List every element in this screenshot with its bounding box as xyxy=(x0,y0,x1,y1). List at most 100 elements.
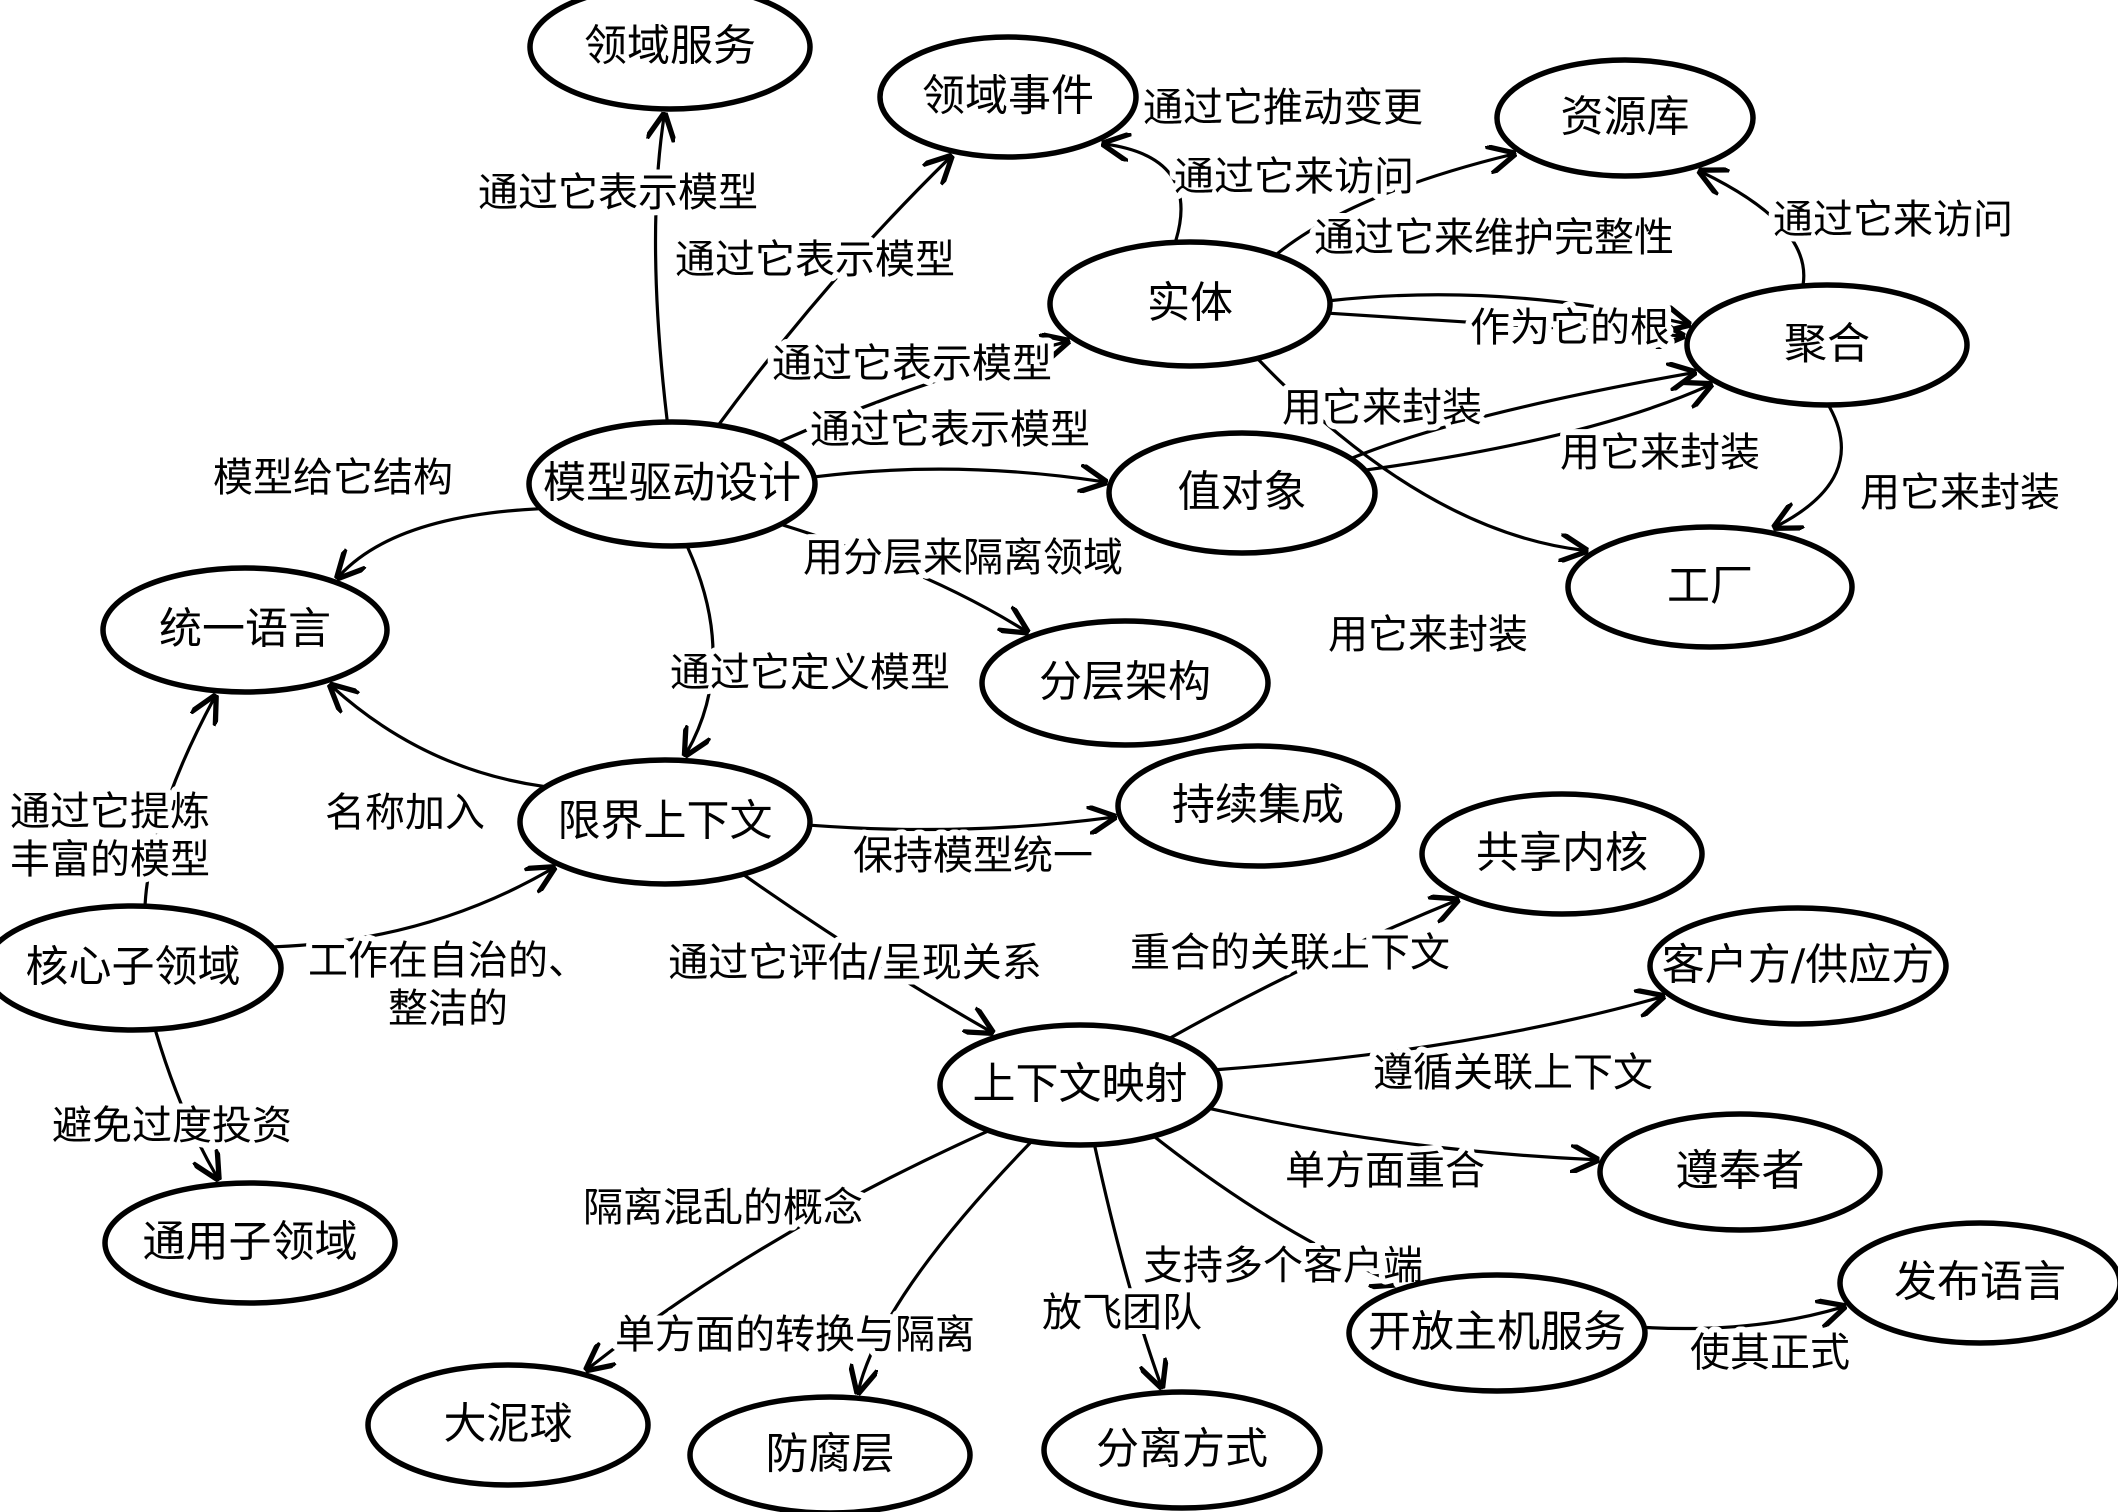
node-ubiquitous_language[interactable]: 统一语言 xyxy=(100,565,390,695)
node-ellipse xyxy=(1041,1389,1323,1511)
node-open_host_service[interactable]: 开放主机服务 xyxy=(1346,1272,1648,1394)
edge-e15 xyxy=(781,523,1025,631)
node-ellipse xyxy=(527,0,813,112)
node-label: 通用子领域 xyxy=(143,1218,358,1268)
node-separate_ways[interactable]: 分离方式 xyxy=(1041,1389,1323,1511)
edge-label-halo: 用它来封装 xyxy=(1282,385,1482,431)
node-generic_subdomain[interactable]: 通用子领域 xyxy=(102,1180,398,1306)
edge-e6 xyxy=(1275,155,1511,256)
node-ellipse xyxy=(1106,430,1378,556)
node-context_map[interactable]: 上下文映射 xyxy=(937,1022,1223,1148)
node-label: 统一语言 xyxy=(159,605,331,655)
edges-layer xyxy=(143,117,1843,1390)
edge-label-halo: 通过它表示模型 xyxy=(772,341,1052,387)
node-label: 共享内核 xyxy=(1476,829,1648,879)
edge-label: 遵循关联上下文 xyxy=(1373,1050,1653,1096)
node-factory[interactable]: 工厂 xyxy=(1565,524,1855,650)
node-label: 防腐层 xyxy=(766,1430,895,1480)
edge-e30 xyxy=(1644,1307,1841,1331)
edge-e27 xyxy=(589,1130,989,1368)
edge-label-halo: 通过它来访问 xyxy=(1174,154,1414,200)
node-layered_arch[interactable]: 分层架构 xyxy=(979,618,1271,748)
node-ellipse xyxy=(937,1022,1223,1148)
node-core_subdomain[interactable]: 核心子领域 xyxy=(0,903,284,1033)
node-value_object[interactable]: 值对象 xyxy=(1106,430,1378,556)
edge-e23 xyxy=(1169,901,1455,1040)
edge-label-halo: 通过它表示模型 xyxy=(675,237,955,283)
node-aggregate[interactable]: 聚合 xyxy=(1684,282,1970,408)
edge-label: 单方面的转换与隔离 xyxy=(615,1312,975,1358)
node-ellipse xyxy=(1419,791,1705,917)
node-ellipse xyxy=(1597,1111,1883,1233)
node-label: 限界上下文 xyxy=(558,797,773,847)
edge-label: 通过它来访问 xyxy=(1773,197,2013,243)
edge-e5 xyxy=(1106,144,1183,242)
edge-label: 使其正式 xyxy=(1690,1330,1850,1376)
node-customer_supplier[interactable]: 客户方/供应方 xyxy=(1647,905,1949,1027)
node-label: 领域服务 xyxy=(584,22,756,72)
edge-label: 通过它表示模型 xyxy=(810,407,1090,453)
node-continuous_integration[interactable]: 持续集成 xyxy=(1115,743,1401,869)
node-label: 领域事件 xyxy=(922,72,1094,122)
node-ellipse xyxy=(0,903,284,1033)
node-ellipse xyxy=(100,565,390,695)
edge-label: 用它来封装 xyxy=(1328,612,1528,658)
edge-label-halo: 通过它来维护完整性 xyxy=(1314,215,1674,261)
node-ellipse xyxy=(365,1362,651,1488)
edge-e17 xyxy=(143,699,214,906)
edge-e16 xyxy=(687,546,715,753)
edge-label: 通过它提炼丰富的模型 xyxy=(10,789,210,883)
edge-e21 xyxy=(810,817,1112,829)
node-label: 资源库 xyxy=(1561,93,1690,143)
node-anticorruption[interactable]: 防腐层 xyxy=(687,1394,973,1512)
edge-labels-layer: 通过它表示模型通过它表示模型通过它表示模型通过它表示模型通过它表示模型通过它表示… xyxy=(4,79,2066,1382)
node-label: 值对象 xyxy=(1178,468,1307,518)
node-published_language[interactable]: 发布语言 xyxy=(1837,1220,2118,1346)
edge-label-halo: 单方面重合 xyxy=(1285,1148,1485,1194)
node-label: 大泥球 xyxy=(444,1400,573,1450)
node-shared_kernel[interactable]: 共享内核 xyxy=(1419,791,1705,917)
edge-label-halo: 通过它表示模型 xyxy=(810,407,1090,453)
edge-label-halo: 支持多个客户端 xyxy=(1143,1243,1423,1289)
edge-label: 放飞团队 xyxy=(1042,1290,1202,1336)
edge-label-halo: 重合的关联上下文 xyxy=(1130,930,1450,976)
node-ellipse xyxy=(1346,1272,1648,1394)
edge-label: 保持模型统一 xyxy=(853,833,1093,879)
edge-e10 xyxy=(1351,373,1692,460)
edge-label-halo: 通过它定义模型 xyxy=(670,650,950,696)
edge-e22 xyxy=(743,874,990,1031)
node-label: 客户方/供应方 xyxy=(1662,941,1935,991)
node-label: 模型驱动设计 xyxy=(543,459,801,509)
edge-label: 重合的关联上下文 xyxy=(1130,930,1450,976)
edge-label: 用分层来隔离领域 xyxy=(803,535,1123,581)
edge-label: 用它来封装 xyxy=(1282,385,1482,431)
node-bounded_context[interactable]: 限界上下文 xyxy=(517,757,813,887)
edge-label: 用它来封装 xyxy=(1560,430,1760,476)
node-mdd[interactable]: 模型驱动设计 xyxy=(526,419,818,549)
edge-label: 隔离混乱的概念 xyxy=(583,1185,863,1231)
node-big_ball_of_mud[interactable]: 大泥球 xyxy=(365,1362,651,1488)
edge-label-halo: 隔离混乱的概念 xyxy=(583,1185,863,1231)
edge-label-halo: 通过它表示模型 xyxy=(478,170,758,216)
node-domain_service[interactable]: 领域服务 xyxy=(527,0,813,112)
node-label: 核心子领域 xyxy=(26,943,241,993)
edge-label-halo: 名称加入 xyxy=(325,790,485,836)
edge-label-halo: 用它来封装 xyxy=(1560,430,1760,476)
edge-label: 通过它来维护完整性 xyxy=(1314,215,1674,261)
node-conformist[interactable]: 遵奉者 xyxy=(1597,1111,1883,1233)
node-entity[interactable]: 实体 xyxy=(1047,239,1333,369)
edge-label-halo: 通过它来访问 xyxy=(1773,197,2013,243)
node-label: 分层架构 xyxy=(1039,658,1211,708)
node-label: 实体 xyxy=(1147,279,1233,329)
node-label: 发布语言 xyxy=(1894,1258,2066,1308)
edge-label-halo: 模型给它结构 xyxy=(213,455,453,501)
node-repository[interactable]: 资源库 xyxy=(1494,57,1756,179)
node-domain_event[interactable]: 领域事件 xyxy=(877,34,1139,160)
edge-e12 xyxy=(1777,405,1843,526)
edge-e7 xyxy=(1330,293,1687,324)
node-label: 工厂 xyxy=(1667,562,1753,612)
node-label: 分离方式 xyxy=(1096,1425,1268,1475)
edge-label-halo: 通过它推动变更 xyxy=(1143,85,1423,131)
